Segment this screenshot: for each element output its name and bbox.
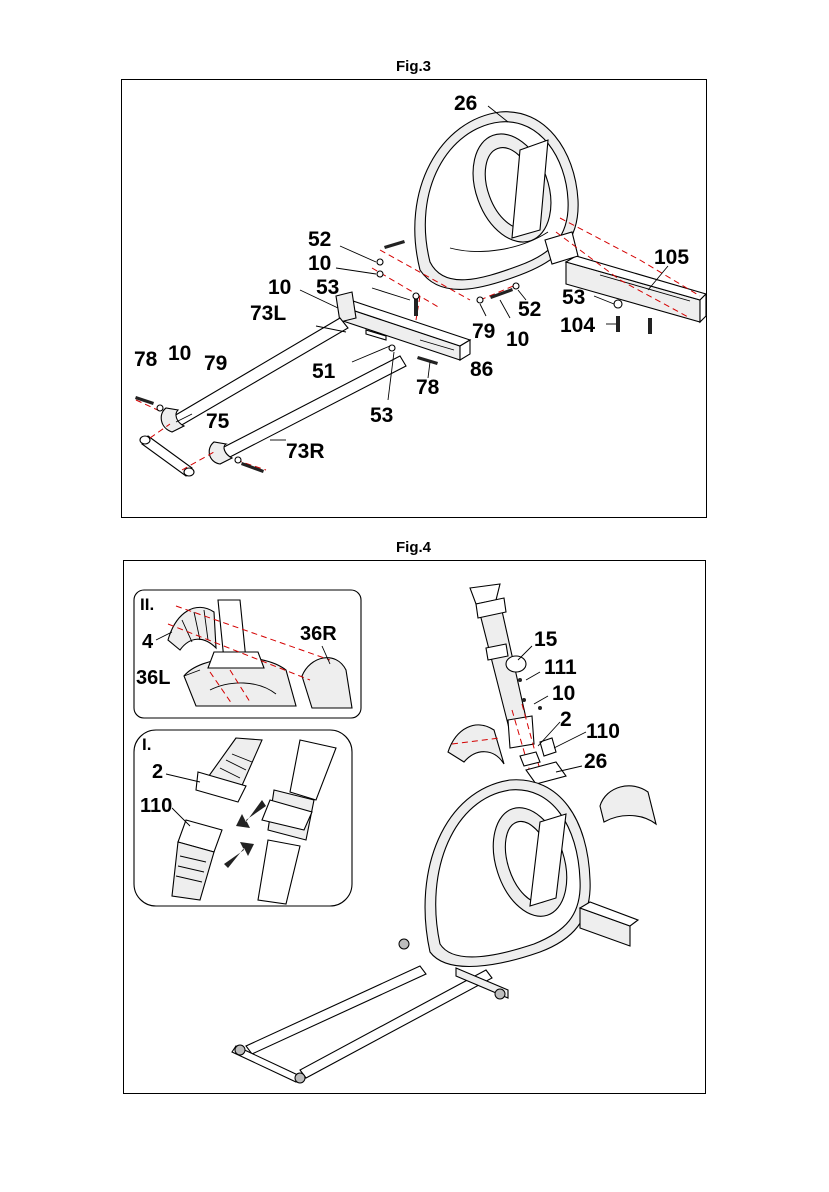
callout-26: 26 bbox=[454, 92, 477, 115]
callout-79: 79 bbox=[472, 320, 495, 343]
callout-10: 10 bbox=[168, 342, 191, 365]
fig3-drawing: 26 52 10 53 10 73L 105 53 52 104 79 10 7… bbox=[134, 92, 706, 476]
fig4-drawing: II. 4 36R 36L I. bbox=[134, 584, 656, 1083]
callout-105: 105 bbox=[654, 246, 689, 269]
callout-10: 10 bbox=[506, 328, 529, 351]
callout-110: 110 bbox=[586, 720, 620, 743]
callout-79: 79 bbox=[204, 352, 227, 375]
inset-i-title: I. bbox=[142, 735, 151, 754]
callout-36L: 36L bbox=[136, 667, 170, 689]
cross-tube-86 bbox=[336, 292, 470, 360]
callout-86: 86 bbox=[470, 358, 493, 381]
callout-75: 75 bbox=[206, 410, 230, 433]
callout-73L: 73L bbox=[250, 302, 286, 325]
callout-53: 53 bbox=[316, 276, 339, 299]
callout-111: 111 bbox=[544, 656, 577, 679]
callout-2: 2 bbox=[152, 761, 163, 783]
callout-36R: 36R bbox=[300, 623, 337, 645]
callout-15: 15 bbox=[534, 628, 558, 651]
inset-i: I. 2 110 bbox=[134, 730, 352, 906]
callout-73R: 73R bbox=[286, 440, 325, 463]
callout-52: 52 bbox=[518, 298, 541, 321]
callout-53: 53 bbox=[370, 404, 393, 427]
front-bar-75 bbox=[140, 436, 194, 476]
callout-110: 110 bbox=[140, 795, 172, 817]
callout-52: 52 bbox=[308, 228, 331, 251]
inset-ii: II. 4 36R 36L bbox=[134, 590, 361, 718]
callout-51: 51 bbox=[312, 360, 336, 383]
inset-ii-title: II. bbox=[140, 595, 154, 614]
callout-2: 2 bbox=[560, 708, 572, 731]
callout-10: 10 bbox=[552, 682, 575, 705]
callout-53: 53 bbox=[562, 286, 585, 309]
callout-78: 78 bbox=[134, 348, 158, 371]
callout-78: 78 bbox=[416, 376, 440, 399]
main-body-housing bbox=[415, 112, 578, 290]
callout-26: 26 bbox=[584, 750, 607, 773]
callout-10: 10 bbox=[268, 276, 291, 299]
callout-10: 10 bbox=[308, 252, 331, 275]
callout-4: 4 bbox=[142, 631, 154, 653]
callout-104: 104 bbox=[560, 314, 595, 337]
